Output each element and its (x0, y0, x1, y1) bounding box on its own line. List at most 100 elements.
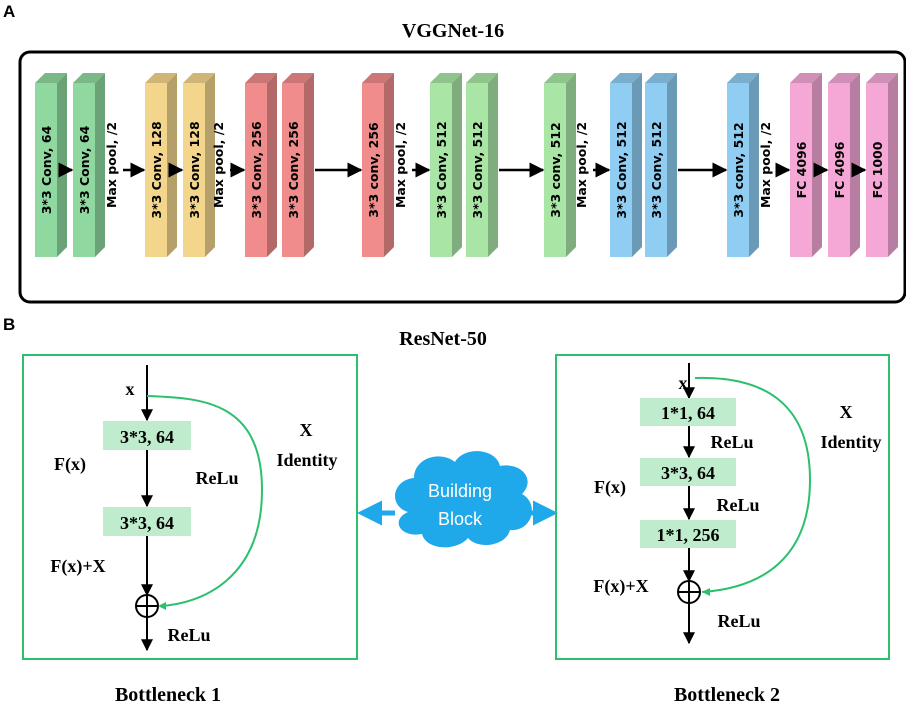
b1-box-1-label: 3*3, 64 (120, 427, 174, 447)
resnet-title: ResNet-50 (399, 328, 487, 350)
block-label: 3*3 conv, 512 (548, 122, 563, 218)
block-side-face (667, 73, 677, 257)
block-top-face (282, 73, 314, 83)
pool-label: Max pool, /2 (758, 122, 773, 208)
layer-block-8: 3*3 Conv, 256 (282, 73, 314, 257)
block-front-face (430, 83, 452, 257)
b2-box-1 (640, 398, 736, 426)
block-top-face (828, 73, 860, 83)
block-label: 3*3 Conv, 256 (286, 121, 301, 219)
block-front-face (35, 83, 57, 257)
block-top-face (610, 73, 642, 83)
b1-fx-label: F(x) (54, 454, 86, 475)
block-label: 3*3 Conv, 512 (649, 121, 664, 218)
block-side-face (888, 73, 898, 257)
block-top-face (183, 73, 215, 83)
block-label: 3*3 Conv, 128 (149, 121, 164, 218)
block-top-face (430, 73, 462, 83)
b1-identity-label: Identity (276, 450, 337, 470)
block-front-face (183, 83, 205, 257)
bottleneck-2-caption: Bottleneck 2 (674, 684, 780, 706)
block-front-face (282, 83, 304, 257)
layer-block-20: FC 4096 (828, 73, 860, 257)
block-front-face (790, 83, 812, 257)
b1-relu-out: ReLu (167, 625, 210, 645)
b2-relu-1: ReLu (710, 432, 753, 452)
layer-block-17: 3*3 conv, 512 (727, 73, 759, 257)
max-pool-label-3: Max pool, /2 (104, 122, 119, 208)
block-top-face (645, 73, 677, 83)
panel-b-letter: B (3, 315, 15, 334)
block-top-face (145, 73, 177, 83)
block-side-face (812, 73, 822, 257)
block-front-face (245, 83, 267, 257)
bottleneck-1-caption: Bottleneck 1 (115, 684, 221, 706)
block-label: FC 1000 (870, 141, 885, 198)
block-side-face (57, 73, 67, 257)
block-top-face (866, 73, 898, 83)
b1-box-2 (103, 507, 191, 536)
b1-box-2-label: 3*3, 64 (120, 513, 174, 533)
layer-block-16: 3*3 Conv, 512 (645, 73, 677, 257)
b1-identity-path (146, 395, 264, 607)
b2-box-2 (640, 458, 736, 486)
block-front-face (866, 83, 888, 257)
max-pool-label-18: Max pool, /2 (758, 122, 773, 208)
layer-block-12: 3*3 Conv, 512 (466, 73, 498, 257)
block-front-face (828, 83, 850, 257)
layer-block-4: 3*3 Conv, 128 (145, 73, 177, 257)
block-label: FC 4096 (794, 141, 809, 198)
block-side-face (566, 73, 576, 257)
cloud-line-2: Block (438, 509, 483, 529)
layer-block-15: 3*3 Conv, 512 (610, 73, 642, 257)
block-label: 3*3 conv, 512 (731, 122, 746, 218)
b2-fx-label: F(x) (594, 477, 626, 498)
b2-relu-out: ReLu (717, 611, 760, 631)
block-front-face (145, 83, 167, 257)
block-label: 3*3 Conv, 256 (249, 121, 264, 219)
b2-box-2-label: 3*3, 64 (661, 463, 715, 483)
b2-box-3-label: 1*1, 256 (657, 525, 720, 545)
layer-block-5: 3*3 Conv, 128 (183, 73, 215, 257)
layer-block-9: 3*3 conv, 256 (362, 73, 394, 257)
layer-block-7: 3*3 Conv, 256 (245, 73, 277, 257)
layer-block-19: FC 4096 (790, 73, 822, 257)
block-label: 3*3 Conv, 512 (470, 121, 485, 218)
block-side-face (850, 73, 860, 257)
block-side-face (488, 73, 498, 257)
block-side-face (452, 73, 462, 257)
b2-identity-path (694, 376, 812, 593)
b1-relu-mid: ReLu (195, 468, 238, 488)
max-pool-label-6: Max pool, /2 (211, 122, 226, 208)
cloud-shape (395, 451, 532, 548)
block-front-face (73, 83, 95, 257)
block-side-face (384, 73, 394, 257)
block-side-face (205, 73, 215, 257)
block-label: 3*3 conv, 256 (366, 122, 381, 218)
block-front-face (362, 83, 384, 257)
b2-identity-label: Identity (820, 432, 881, 452)
building-block-cloud: Building Block (357, 451, 558, 548)
layer-block-1: 3*3 Conv, 64 (35, 73, 67, 257)
block-top-face (727, 73, 759, 83)
block-front-face (544, 83, 566, 257)
pool-label: Max pool, /2 (393, 122, 408, 208)
block-front-face (466, 83, 488, 257)
block-label: 3*3 Conv, 512 (434, 121, 449, 218)
b1-identity-arrowhead (158, 602, 166, 610)
bottleneck-1: x 3*3, 64 F(x) ReLu 3*3, 64 F(x)+X ReLu … (22, 354, 358, 706)
b1-fx-plus-x: F(x)+X (50, 556, 105, 577)
block-top-face (73, 73, 105, 83)
cloud-line-1: Building (428, 481, 492, 501)
b2-fx-plus-x: F(x)+X (593, 576, 648, 597)
block-side-face (304, 73, 314, 257)
block-side-face (167, 73, 177, 257)
block-side-face (749, 73, 759, 257)
layer-block-21: FC 1000 (866, 73, 898, 257)
b1-x-label: x (126, 379, 135, 399)
max-pool-label-10: Max pool, /2 (393, 122, 408, 208)
block-label: 3*3 Conv, 128 (187, 121, 202, 218)
layer-block-2: 3*3 Conv, 64 (73, 73, 105, 257)
pool-label: Max pool, /2 (104, 122, 119, 208)
bottleneck-2: x 1*1, 64 ReLu 3*3, 64 F(x) ReLu 1*1, 25… (555, 354, 890, 706)
